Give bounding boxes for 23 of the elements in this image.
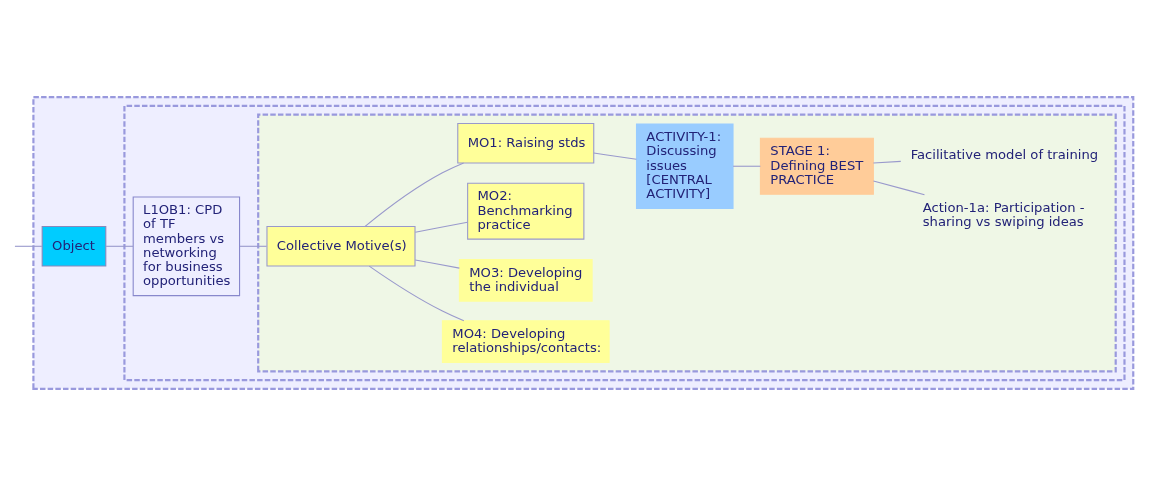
connector	[593, 152, 637, 160]
connector	[414, 221, 468, 233]
connector	[368, 265, 465, 321]
node-box: MO3: Developing the individual	[458, 258, 593, 302]
node-box: MO1: Raising stds	[457, 122, 595, 163]
cluster	[257, 113, 1117, 372]
connector	[414, 258, 460, 269]
connector	[239, 245, 268, 247]
node-box: ACTIVITY-1: Discussing issues [CENTRAL ACTIVITY]	[635, 122, 734, 209]
node-box: MO2: Benchmarking practice	[467, 182, 585, 240]
connector	[14, 245, 43, 247]
connector	[872, 180, 926, 195]
connector	[364, 161, 465, 227]
node-text: Action-1a: Participation - sharing vs swiping ideas	[922, 199, 1085, 229]
node-box: Collective Motive(s)	[266, 225, 416, 267]
node-box: L1OB1: CPD of TF members vs networking for business opportunities	[132, 195, 241, 296]
connector	[872, 160, 902, 163]
node-box: Object	[41, 225, 107, 267]
connector	[732, 165, 761, 167]
node-box: MO4: Developing relationships/contacts:	[441, 319, 610, 363]
node-box: STAGE 1: Defining BEST PRACTICE	[759, 137, 874, 195]
node-text: Facilitative model of training	[910, 146, 1099, 162]
connector	[105, 245, 134, 247]
